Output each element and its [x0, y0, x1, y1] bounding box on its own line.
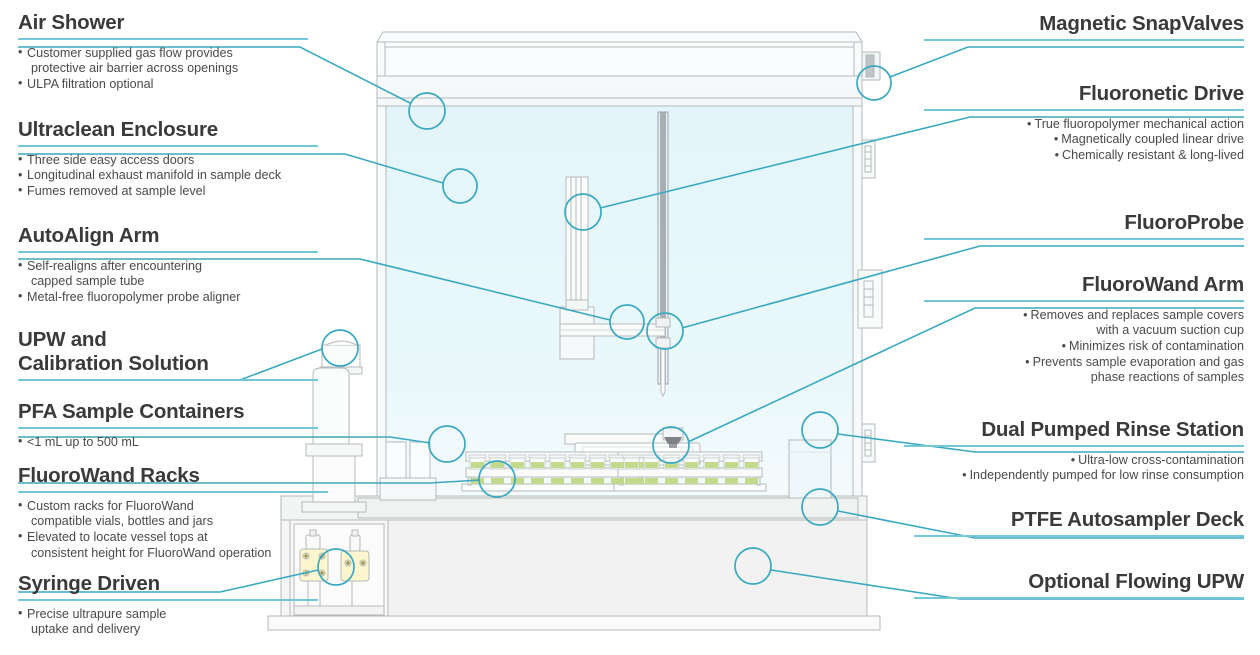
callout-circle-magnetic-snapvalves — [856, 65, 892, 101]
callout-bullets: Self-realigns after encountering capped … — [18, 258, 318, 306]
callout-fluoroprobe: FluoroProbe — [924, 211, 1244, 246]
title-rule — [18, 250, 318, 253]
title-rule — [924, 108, 1244, 111]
callout-circle-upw — [321, 329, 359, 367]
callout-title: UPW and — [18, 328, 107, 351]
callout-title: Ultraclean Enclosure — [18, 118, 218, 141]
title-rule — [18, 144, 318, 147]
title-rule — [914, 596, 1244, 599]
callout-pfa-sample-containers: PFA Sample Containers <1 mL up to 500 mL — [18, 400, 318, 450]
callout-circle-fluorowand-arm — [652, 426, 690, 464]
title-rule — [18, 378, 318, 381]
callout-title: Optional Flowing UPW — [1028, 570, 1244, 593]
list-item: Metal-free fluoropolymer probe aligner — [18, 289, 318, 306]
leader-fluorowand-racks — [18, 479, 481, 484]
callout-circle-fluoronetic-drive — [564, 193, 602, 231]
list-item: Self-realigns after encountering capped … — [18, 258, 318, 290]
callout-title: Fluoronetic Drive — [1078, 82, 1244, 105]
callout-circle-pfa-containers — [428, 425, 466, 463]
list-item: •Minimizes risk of contamination — [1061, 338, 1244, 353]
callout-magnetic-snapvalves: Magnetic SnapValves — [924, 12, 1244, 47]
list-item: ULPA filtration optional — [18, 76, 308, 93]
callout-title: PFA Sample Containers — [18, 400, 245, 423]
callout-bullets: •True fluoropolymer mechanical action •M… — [924, 117, 1244, 164]
callout-title: Air Shower — [18, 11, 125, 34]
callout-ultraclean-enclosure: Ultraclean Enclosure Three side easy acc… — [18, 118, 318, 200]
callout-circle-ptfe-autosampler-deck — [801, 488, 839, 526]
callout-title: PTFE Autosampler Deck — [1010, 508, 1244, 531]
leader-ptfe-autosampler-deck — [837, 510, 1244, 539]
leader-fluorowand-arm — [687, 307, 1244, 443]
callout-bullets: •Removes and replaces sample covers with… — [924, 308, 1244, 386]
title-rule — [914, 534, 1244, 537]
list-item: Custom racks for FluoroWand compatible v… — [18, 498, 328, 530]
leader-dual-pumped-rinse-station — [837, 433, 1244, 453]
callout-circle-air-shower — [408, 92, 446, 130]
list-item: Fumes removed at sample level — [18, 183, 318, 200]
list-item: •Ultra-low cross-contamination — [1070, 452, 1244, 467]
title-rule — [18, 426, 318, 429]
callout-fluorowand-racks: FluoroWand Racks Custom racks for Fluoro… — [18, 464, 328, 561]
list-item: Elevated to locate vessel tops at consis… — [18, 529, 328, 561]
leader-magnetic-snapvalves — [889, 46, 1244, 78]
callout-title: FluoroProbe — [1124, 211, 1244, 234]
title-rule — [904, 444, 1244, 447]
leader-fluoroprobe — [681, 245, 1244, 329]
callout-circle-fluorowand-racks — [478, 460, 516, 498]
callout-title: Syringe Driven — [18, 572, 160, 595]
leader-syringe-driven — [18, 569, 319, 593]
callout-title: Magnetic SnapValves — [1039, 12, 1244, 35]
list-item: •Magnetically coupled linear drive — [1053, 132, 1244, 147]
callout-bullets: Precise ultrapure sample uptake and deli… — [18, 606, 318, 638]
leader-optional-flowing-upw — [770, 569, 1244, 600]
callout-air-shower: Air Shower Customer supplied gas flow pr… — [18, 11, 308, 93]
callout-syringe-driven: Syringe Driven Precise ultrapure sample … — [18, 572, 318, 638]
callout-circle-optional-flowing-upw — [734, 547, 772, 585]
callout-circle-ultraclean-enclosure — [442, 168, 478, 204]
callout-bullets: <1 mL up to 500 mL — [18, 434, 318, 451]
list-item: •Prevents sample evaporation and gas pha… — [1025, 354, 1244, 385]
callout-upw-and-calibration-solution: UPW and Calibration Solution — [18, 328, 318, 387]
list-item: •Removes and replaces sample covers with… — [1023, 307, 1244, 338]
callout-bullets: Customer supplied gas flow provides prot… — [18, 45, 308, 93]
callout-circle-syringe-driven — [317, 548, 355, 586]
list-item: •Chemically resistant & long-lived — [1054, 147, 1244, 162]
title-rule — [924, 237, 1244, 240]
callout-fluoronetic-drive: Fluoronetic Drive •True fluoropolymer me… — [924, 82, 1244, 164]
callout-circle-dual-pumped-rinse-station — [801, 411, 839, 449]
title-rule — [924, 299, 1244, 302]
callout-circle-fluoroprobe — [646, 312, 684, 350]
callout-bullets: •Ultra-low cross-contamination •Independ… — [904, 453, 1244, 484]
callout-bullets: Three side easy access doors Longitudina… — [18, 152, 318, 200]
title-rule — [924, 38, 1244, 41]
callout-title-line2: Calibration Solution — [18, 351, 209, 375]
list-item: Precise ultrapure sample uptake and deli… — [18, 606, 318, 638]
callout-title: FluoroWand Racks — [18, 464, 200, 487]
list-item: Customer supplied gas flow provides prot… — [18, 45, 308, 77]
callout-circle-autoalign-arm — [609, 304, 645, 340]
title-rule — [18, 490, 328, 493]
callout-dual-pumped-rinse-station: Dual Pumped Rinse Station •Ultra-low cro… — [904, 418, 1244, 484]
list-item: <1 mL up to 500 mL — [18, 434, 318, 451]
title-rule — [18, 598, 318, 601]
callout-bullets: Custom racks for FluoroWand compatible v… — [18, 498, 328, 561]
callout-optional-flowing-upw: Optional Flowing UPW — [914, 570, 1244, 605]
callout-ptfe-autosampler-deck: PTFE Autosampler Deck — [914, 508, 1244, 543]
callout-autoalign-arm: AutoAlign Arm Self-realigns after encoun… — [18, 224, 318, 306]
callout-fluorowand-arm: FluoroWand Arm •Removes and replaces sam… — [924, 273, 1244, 386]
list-item: •Independently pumped for low rinse cons… — [962, 468, 1244, 483]
list-item: •True fluoropolymer mechanical action — [1027, 116, 1244, 131]
list-item: Longitudinal exhaust manifold in sample … — [18, 168, 318, 184]
callout-title: FluoroWand Arm — [1082, 273, 1244, 296]
callout-title: Dual Pumped Rinse Station — [981, 418, 1244, 441]
leader-fluoronetic-drive — [599, 116, 1244, 209]
callout-title: AutoAlign Arm — [18, 224, 160, 247]
title-rule — [18, 37, 308, 40]
list-item: Three side easy access doors — [18, 152, 318, 169]
